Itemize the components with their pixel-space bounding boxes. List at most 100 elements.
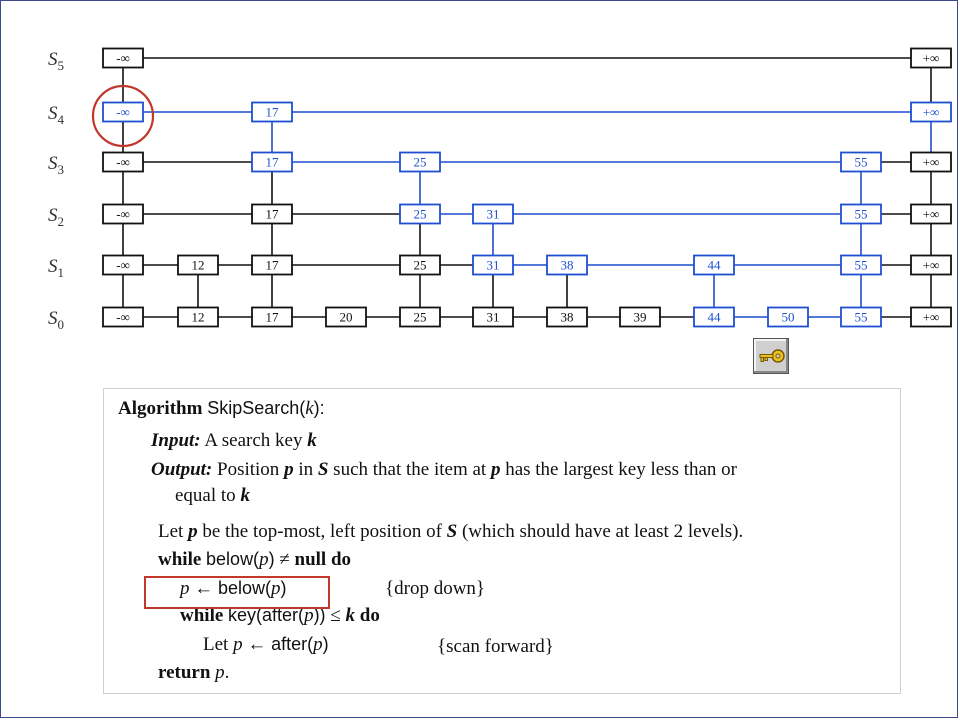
node-box xyxy=(399,151,441,173)
node-key: +∞ xyxy=(923,155,940,170)
algo-comment-scan-forward: {scan forward} xyxy=(437,636,554,657)
node-box xyxy=(910,101,952,123)
node-key: 55 xyxy=(855,258,868,273)
level-label: S2 xyxy=(48,205,64,229)
algo-line-while-below: while below(p) ≠ null do xyxy=(158,549,352,570)
node-key: -∞ xyxy=(116,105,130,120)
node-box xyxy=(102,306,144,328)
node-key: 17 xyxy=(266,258,280,273)
node-box xyxy=(177,254,219,276)
node-box xyxy=(840,203,882,225)
node-box xyxy=(399,306,441,328)
algo-line-return: return p. xyxy=(158,662,230,683)
level-label: S1 xyxy=(48,256,64,280)
node-box xyxy=(472,254,514,276)
node-key: 55 xyxy=(855,310,868,325)
node-key: 25 xyxy=(414,310,427,325)
level-label-sub: 4 xyxy=(58,112,65,127)
node-key: +∞ xyxy=(923,310,940,325)
node-box xyxy=(102,254,144,276)
algo-line-drop-down: p ← below(p) xyxy=(180,578,287,599)
node-key: -∞ xyxy=(116,51,130,66)
algorithm-box xyxy=(103,388,901,694)
node-key: 12 xyxy=(192,310,205,325)
node-box xyxy=(840,151,882,173)
node-key: +∞ xyxy=(923,51,940,66)
node-box xyxy=(251,254,293,276)
node-box xyxy=(546,306,588,328)
node-box xyxy=(251,101,293,123)
level-label: S3 xyxy=(48,153,64,177)
node-box xyxy=(910,151,952,173)
node-key: -∞ xyxy=(116,155,130,170)
node-box xyxy=(693,254,735,276)
node-key: 17 xyxy=(266,155,280,170)
node-box xyxy=(472,306,514,328)
node-box xyxy=(910,47,952,69)
algo-line-while-key: while key(after(p)) ≤ k do xyxy=(180,605,380,626)
algo-line-title: Algorithm SkipSearch(k): xyxy=(118,398,325,419)
node-key: 25 xyxy=(414,155,427,170)
algo-line-input: Input: A search key k xyxy=(151,430,317,451)
algo-line-scan-forward: Let p ← after(p) xyxy=(203,634,329,655)
node-box xyxy=(102,47,144,69)
node-key: 55 xyxy=(855,155,868,170)
node-box xyxy=(910,254,952,276)
node-key: 25 xyxy=(414,207,427,222)
node-box xyxy=(177,306,219,328)
node-key: 25 xyxy=(414,258,427,273)
node-key: 20 xyxy=(340,310,353,325)
node-key: 17 xyxy=(266,105,280,120)
level-label-sub: 3 xyxy=(58,162,65,177)
node-box xyxy=(102,101,144,123)
node-box xyxy=(840,306,882,328)
node-box xyxy=(399,254,441,276)
node-key: 50 xyxy=(782,310,795,325)
node-box xyxy=(102,203,144,225)
node-key: +∞ xyxy=(923,105,940,120)
node-key: 31 xyxy=(487,207,500,222)
node-key: -∞ xyxy=(116,310,130,325)
node-key: 31 xyxy=(487,258,500,273)
level-label-sub: 2 xyxy=(58,214,65,229)
highlight-box-drop-down xyxy=(144,576,330,609)
node-box xyxy=(693,306,735,328)
node-box xyxy=(251,151,293,173)
level-label-sub: 0 xyxy=(58,317,65,332)
node-key: 17 xyxy=(266,207,280,222)
node-key: -∞ xyxy=(116,258,130,273)
node-box xyxy=(910,306,952,328)
node-key: 17 xyxy=(266,310,280,325)
node-key: +∞ xyxy=(923,207,940,222)
node-key: 12 xyxy=(192,258,205,273)
node-key: 44 xyxy=(708,310,722,325)
node-box xyxy=(325,306,367,328)
node-box xyxy=(840,254,882,276)
node-box xyxy=(546,254,588,276)
start-highlight-circle xyxy=(91,84,155,148)
node-key: 38 xyxy=(561,310,574,325)
node-box xyxy=(251,203,293,225)
node-key: +∞ xyxy=(923,258,940,273)
node-box xyxy=(767,306,809,328)
node-key: 38 xyxy=(561,258,574,273)
node-key: -∞ xyxy=(116,207,130,222)
node-box xyxy=(251,306,293,328)
node-key: 39 xyxy=(634,310,647,325)
algo-comment-drop-down: {drop down} xyxy=(385,578,486,599)
node-box xyxy=(399,203,441,225)
level-label: S4 xyxy=(48,103,65,127)
key-button[interactable] xyxy=(753,338,789,374)
node-box xyxy=(102,151,144,173)
node-key: 55 xyxy=(855,207,868,222)
algo-line-let: Let p be the top-most, left position of … xyxy=(158,521,744,542)
node-key: 44 xyxy=(708,258,722,273)
algo-line-output: Output: Position p in S such that the it… xyxy=(151,459,738,480)
node-box xyxy=(472,203,514,225)
level-label-sub: 1 xyxy=(58,265,65,280)
key-icon xyxy=(759,349,785,363)
node-box xyxy=(910,203,952,225)
algo-line-output-cont: equal to k xyxy=(175,485,250,506)
node-box xyxy=(619,306,661,328)
